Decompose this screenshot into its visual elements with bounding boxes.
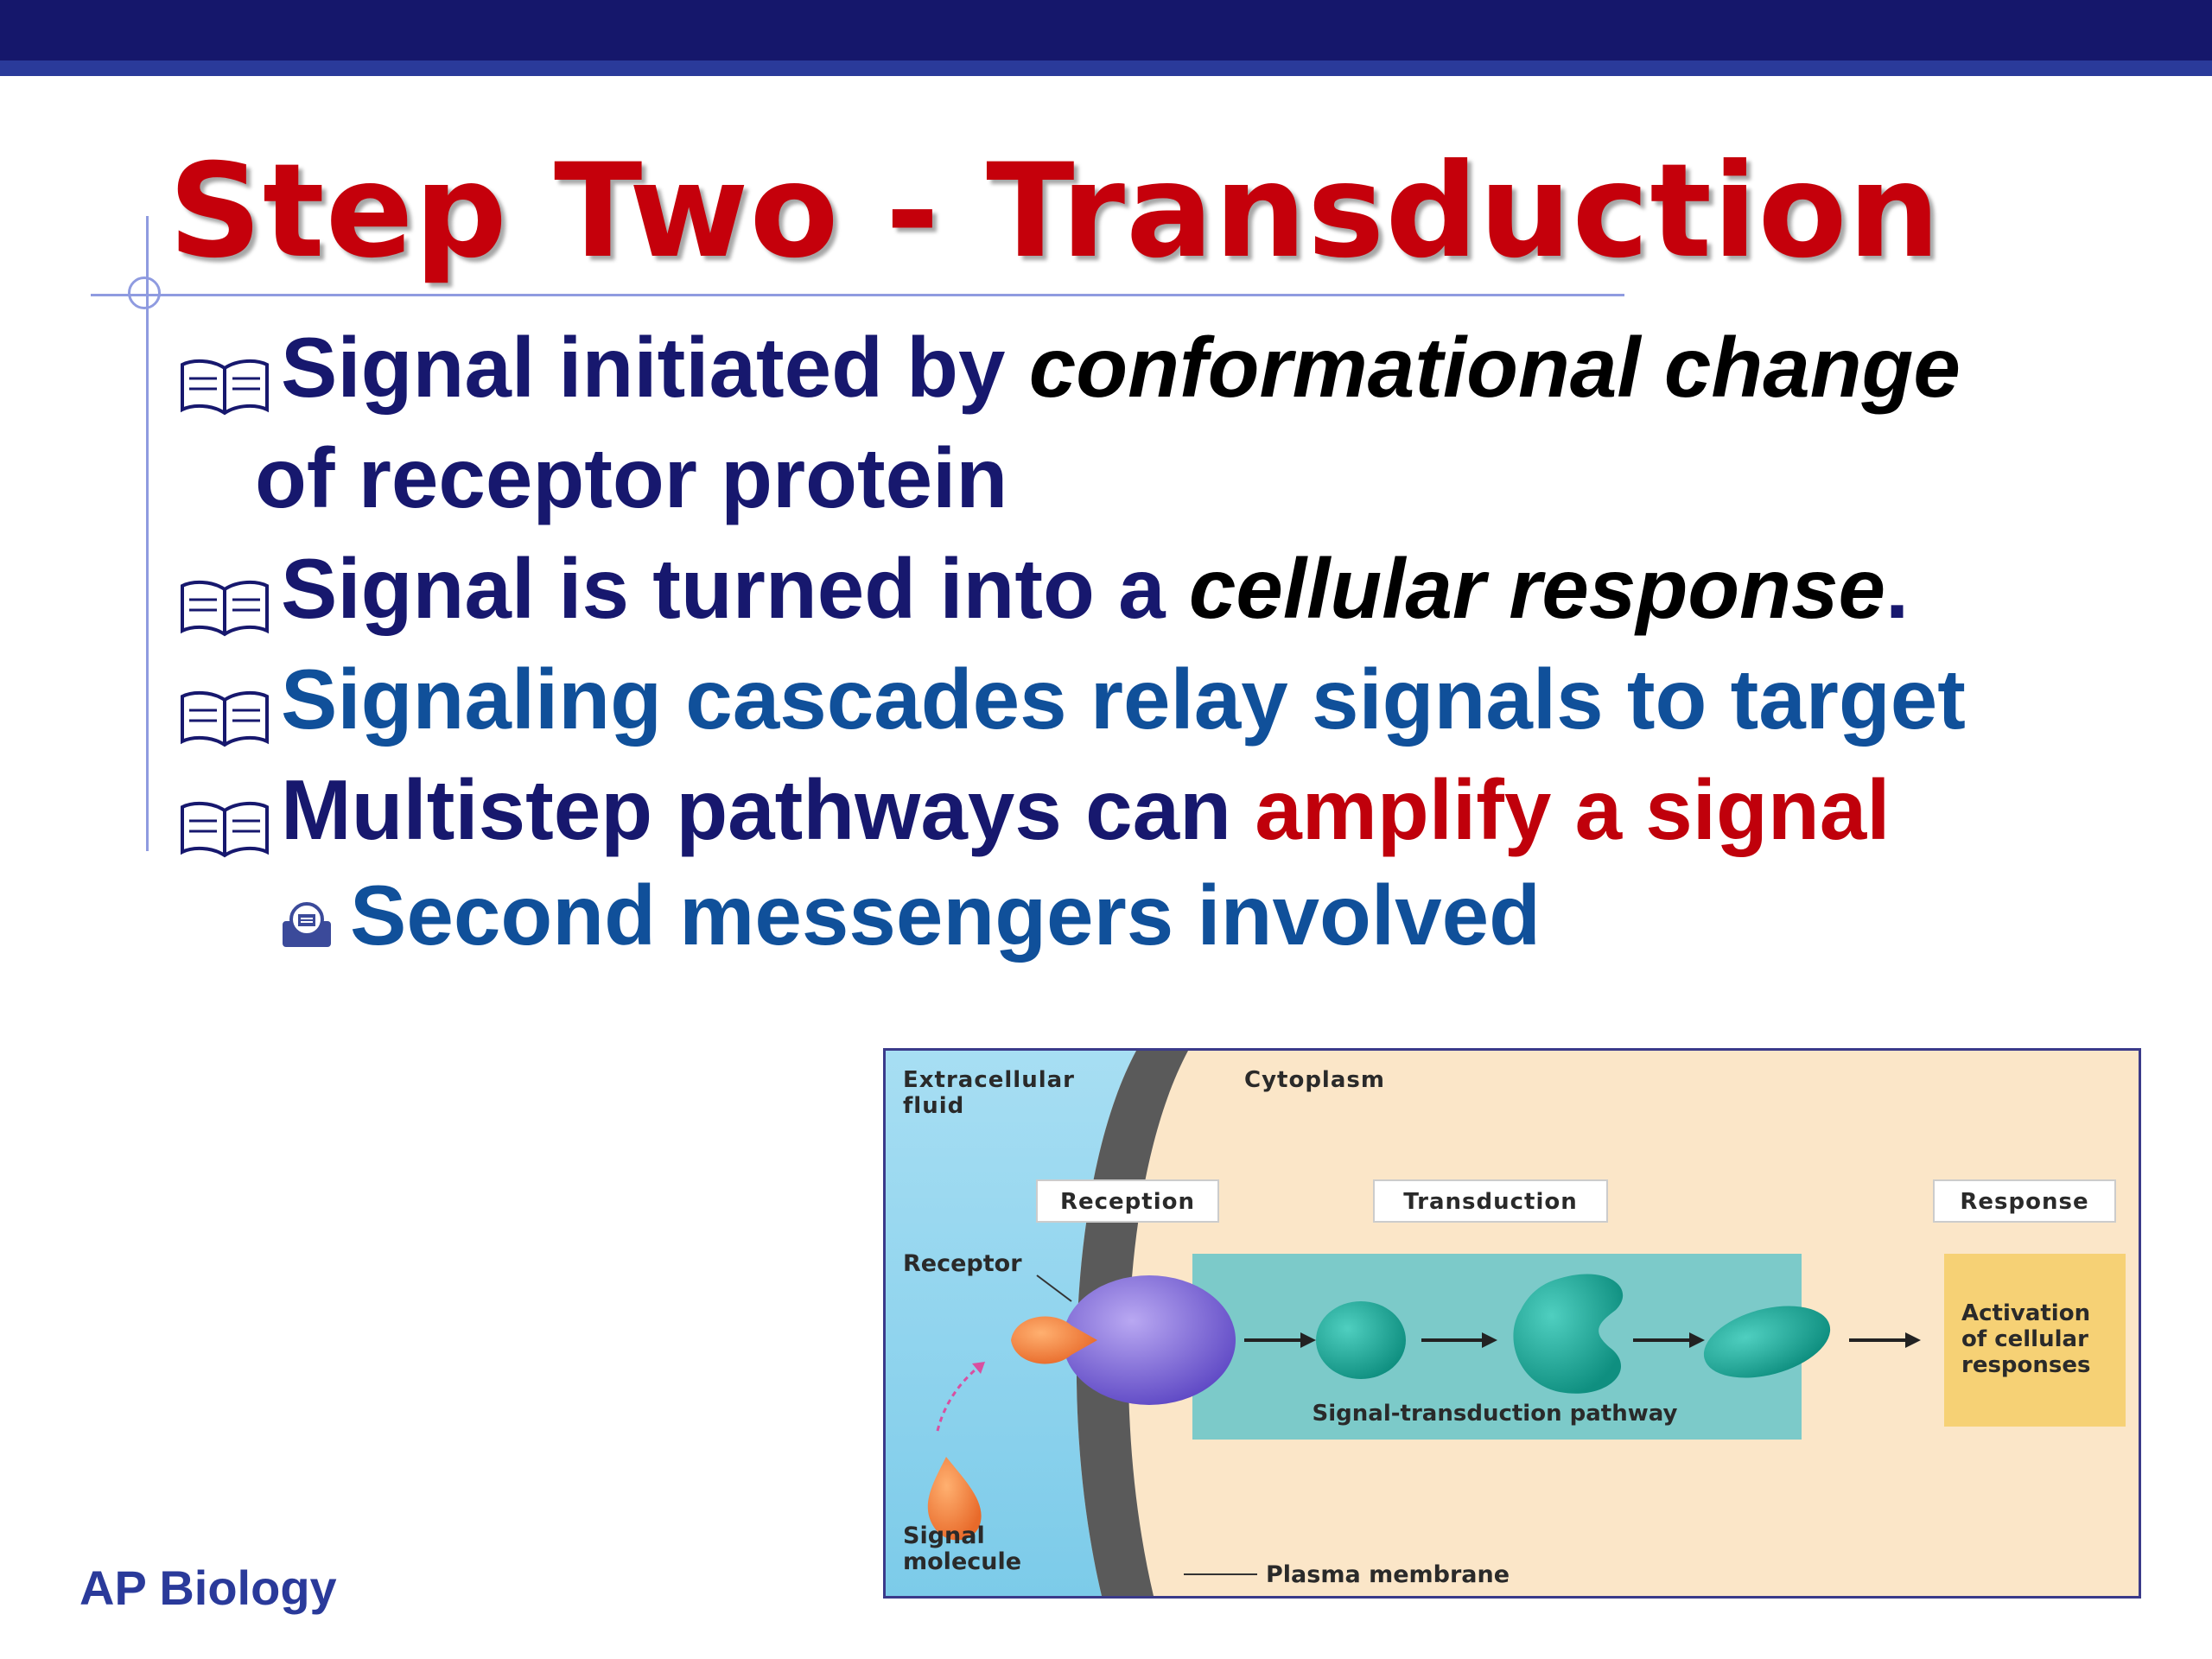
transduction-label: Transduction	[1403, 1189, 1577, 1215]
crosshair-ornament	[128, 276, 161, 309]
signal-molecule-label-1: Signal	[903, 1522, 985, 1549]
document-icon	[283, 902, 331, 947]
pathway-label: Signal-transduction pathway	[1313, 1401, 1678, 1427]
response-label: Response	[1960, 1189, 2088, 1215]
response-label-box	[1933, 1179, 2116, 1223]
open-book-icon	[181, 690, 269, 747]
title-underline	[91, 294, 1624, 296]
bullet-1-continuation: of receptor protein	[255, 430, 1008, 525]
cytoplasm-label: Cytoplasm	[1244, 1067, 1385, 1093]
extracellular-label-2: fluid	[903, 1093, 964, 1119]
extracellular-label-1: Extracellular	[903, 1067, 1075, 1093]
plasma-membrane-label: Plasma membrane	[1266, 1561, 1510, 1588]
bullet-2-emphasis: cellular response	[1188, 541, 1886, 636]
sub-bullet: Second messengers involved	[283, 862, 1541, 969]
slide-title: Step Two - Transduction	[168, 137, 1942, 287]
receptor-label: Receptor	[903, 1250, 1022, 1277]
bullet-1: Signal initiated by conformational chang…	[181, 315, 1961, 421]
bound-signal-molecule	[1011, 1316, 1097, 1364]
signal-molecule	[927, 1457, 982, 1541]
bullet-2: Signal is turned into a cellular respons…	[181, 536, 1910, 642]
bullet-1-emphasis: conformational change	[1028, 320, 1961, 415]
transduction-label-box	[1373, 1179, 1608, 1223]
bullet-2-end: .	[1885, 541, 1910, 636]
signal-molecule-label-2: molecule	[903, 1548, 1021, 1575]
bullet-3-text: Signaling cascades relay signals to targ…	[281, 652, 1966, 747]
reception-label: Reception	[1060, 1189, 1195, 1215]
transduction-box	[1192, 1254, 1802, 1440]
vertical-guide-line	[146, 216, 149, 851]
open-book-icon	[181, 801, 269, 858]
footer-label: AP Biology	[79, 1560, 337, 1615]
bullet-4-highlight: amplify a signal	[1255, 762, 1891, 857]
activation-label-1: Activation	[1961, 1300, 2090, 1326]
bullet-3: Signaling cascades relay signals to targ…	[181, 646, 1966, 753]
sub-bullet-text: Second messengers involved	[350, 868, 1541, 963]
activation-label-2: of cellular	[1961, 1326, 2088, 1352]
top-bar-accent	[0, 60, 2212, 76]
relay-protein-3	[1703, 1306, 1831, 1378]
bullet-4-text: Multistep pathways can	[281, 762, 1255, 857]
activation-label-3: responses	[1961, 1352, 2091, 1378]
receptor-protein	[1063, 1275, 1236, 1405]
bullet-1-text: Signal initiated by	[281, 320, 1029, 415]
top-bar	[0, 0, 2212, 60]
open-book-icon	[181, 580, 269, 637]
response-box	[1944, 1254, 2126, 1427]
reception-label-box	[1036, 1179, 1219, 1223]
bullet-4: Multistep pathways can amplify a signal	[181, 757, 1891, 863]
open-book-icon	[181, 359, 269, 416]
bullet-2-text: Signal is turned into a	[281, 541, 1189, 636]
relay-protein-2	[1513, 1274, 1624, 1394]
relay-protein-1	[1316, 1301, 1406, 1379]
signal-transduction-diagram: Reception Transduction Response Extracel…	[883, 1048, 2141, 1599]
